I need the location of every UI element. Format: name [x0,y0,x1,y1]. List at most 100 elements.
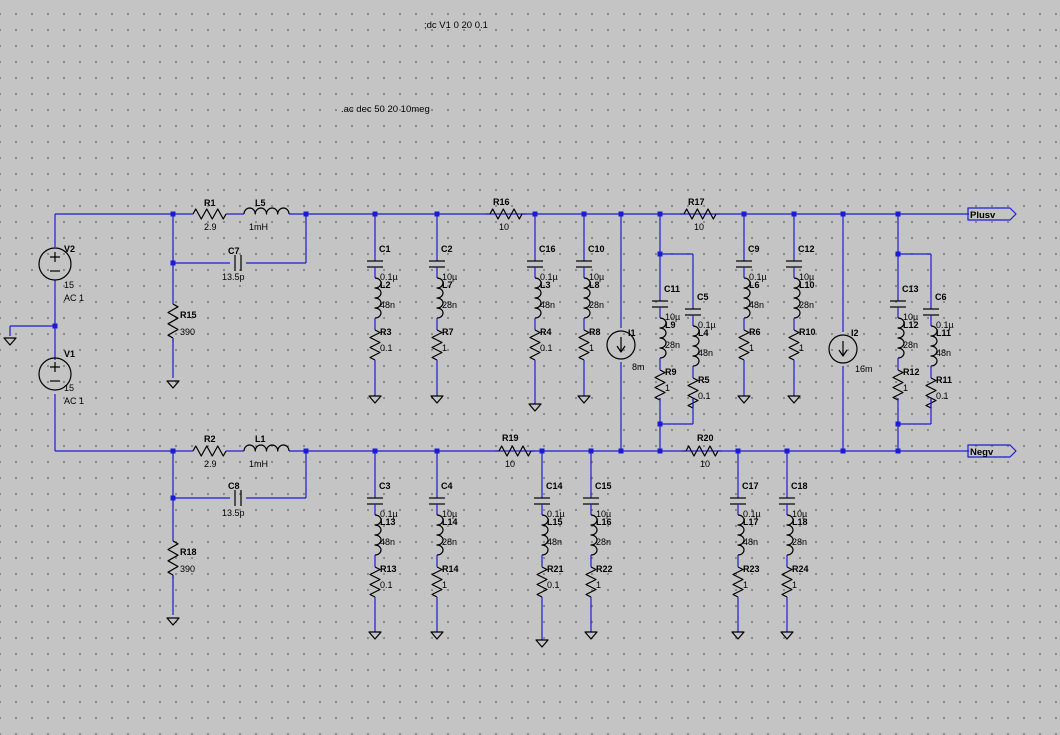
resistor-symbol[interactable] [536,566,548,598]
arrow-down-icon[interactable] [616,337,626,353]
resistor-symbol[interactable] [192,445,227,457]
resistor-symbol[interactable] [369,566,381,598]
ground-triangle[interactable] [780,631,794,640]
resistor-symbol[interactable] [578,329,590,361]
inductor-symbol[interactable] [243,444,290,452]
resistor-symbol[interactable] [788,329,800,361]
branch-c14[interactable] [534,451,550,640]
plus-sign[interactable] [50,252,60,262]
resistor-symbol[interactable] [687,377,699,409]
branch-c10[interactable] [576,214,592,396]
branch-c3[interactable] [367,451,383,632]
inductor-symbol[interactable] [243,207,290,215]
resistor-symbol[interactable] [489,208,523,220]
resistor-symbol[interactable] [892,369,904,401]
voltage-source-v1[interactable] [38,357,72,391]
branch-c18[interactable] [779,451,795,632]
arrow-down-icon[interactable] [838,341,848,357]
inductor-symbol[interactable] [436,514,444,556]
inductor-symbol[interactable] [374,514,382,556]
branch-c15[interactable] [583,451,599,632]
resistor-symbol[interactable] [925,377,937,409]
resistor-symbol[interactable] [781,566,793,598]
resistor-r1[interactable] [189,208,230,220]
ground-triangle[interactable] [430,631,444,640]
resistor-r19[interactable] [495,445,535,457]
resistor-symbol[interactable] [585,566,597,598]
resistor-r16[interactable] [486,208,526,220]
ground-triangle[interactable] [368,395,382,404]
resistor-symbol[interactable] [498,445,532,457]
ground-triangle[interactable] [166,380,180,389]
inductor-symbol[interactable] [583,277,591,319]
branch-c16[interactable] [527,214,543,404]
branch-c2[interactable] [429,214,445,396]
resistor-symbol[interactable] [732,566,744,598]
ground-triangle[interactable] [731,631,745,640]
inductor-symbol[interactable] [793,277,801,319]
ground-triangle[interactable] [535,639,549,648]
ground-triangle[interactable] [3,337,17,346]
flag-outline[interactable] [967,444,1017,458]
inductor-symbol[interactable] [786,514,794,556]
resistor-symbol[interactable] [685,445,719,457]
resistor-r18[interactable] [167,537,179,579]
resistor-r17[interactable] [680,208,720,220]
resistor-r2[interactable] [189,445,230,457]
resistor-symbol[interactable] [529,329,541,361]
inductor-symbol[interactable] [737,514,745,556]
resistor-r15[interactable] [167,300,179,342]
ground-triangle[interactable] [430,395,444,404]
resistor-symbol[interactable] [369,329,381,361]
branch-c17[interactable] [730,451,746,632]
resistor-symbol[interactable] [431,566,443,598]
branch-c13[interactable] [890,254,906,401]
resistor-symbol[interactable] [167,540,179,576]
ground-triangle[interactable] [584,631,598,640]
net-label-plusv[interactable] [967,207,1017,221]
inductor-symbol[interactable] [743,277,751,319]
ground-triangle[interactable] [528,403,542,412]
inductor-symbol[interactable] [436,277,444,319]
branch-c4[interactable] [429,451,445,632]
ground-triangle[interactable] [577,395,591,404]
branch-c5[interactable] [685,262,701,409]
inductor-symbol[interactable] [897,317,905,359]
current-source-i2[interactable] [828,334,858,364]
inductor-symbol[interactable] [534,277,542,319]
inductor-symbol[interactable] [930,325,938,367]
inductor-l5[interactable] [243,207,290,215]
capacitor-c8[interactable] [234,490,242,506]
ground-triangle[interactable] [787,395,801,404]
inductor-symbol[interactable] [692,325,700,367]
resistor-symbol[interactable] [192,208,227,220]
inductor-symbol[interactable] [541,514,549,556]
net-label-negv[interactable] [967,444,1017,458]
resistor-symbol[interactable] [738,329,750,361]
flag-outline[interactable] [967,207,1017,221]
ground-triangle[interactable] [737,395,751,404]
ground-triangle[interactable] [166,617,180,626]
capacitor-c7[interactable] [234,255,242,271]
branch-c6[interactable] [923,262,939,409]
voltage-source-v2[interactable] [38,247,72,281]
resistor-symbol[interactable] [431,329,443,361]
label-r7-name: R7 [442,327,454,337]
plus-sign[interactable] [50,362,60,372]
branch-c1[interactable] [367,214,383,396]
inductor-symbol[interactable] [374,277,382,319]
branch-c9[interactable] [736,214,752,396]
resistor-symbol[interactable] [683,208,717,220]
resistor-r20[interactable] [682,445,722,457]
ground-triangle[interactable] [368,631,382,640]
inductor-symbol[interactable] [590,514,598,556]
inductor-symbol[interactable] [659,317,667,359]
resistor-symbol[interactable] [167,303,179,339]
resistor-symbol[interactable] [654,369,666,401]
branch-c11[interactable] [652,254,668,401]
current-source-i1[interactable] [606,330,636,360]
branch-c12[interactable] [786,214,802,396]
inductor-l1[interactable] [243,444,290,452]
